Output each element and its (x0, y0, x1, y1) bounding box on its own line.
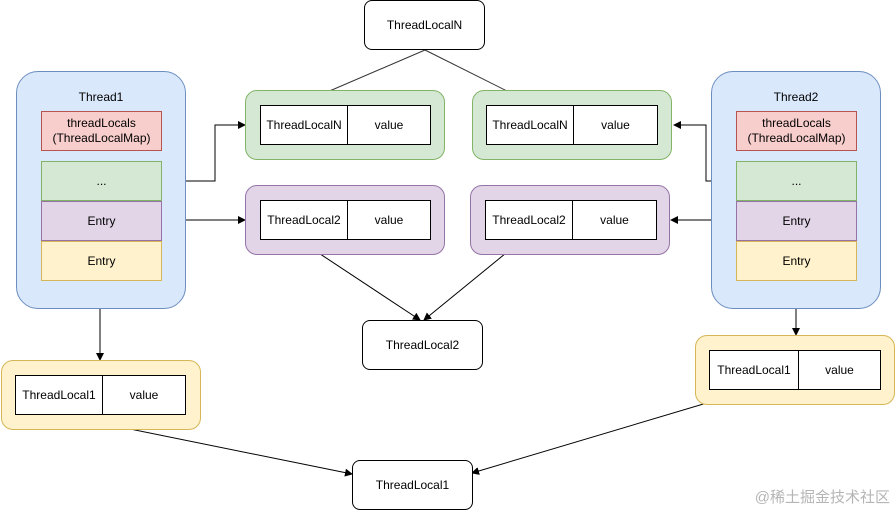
entry-key: ThreadLocal2 (261, 201, 348, 239)
thread1-title: Thread1 (78, 90, 124, 104)
entry-pair-right-threadlocal2: ThreadLocal2 value (485, 200, 657, 240)
entry-key: ThreadLocal2 (486, 201, 573, 239)
entry-pair-left-threadlocaln: ThreadLocalN value (260, 105, 431, 145)
entry-value: value (601, 118, 630, 132)
thread1-entry-slot: Entry (41, 201, 162, 241)
thread2-title: Thread2 (773, 90, 819, 104)
entry-value: value (374, 213, 404, 227)
watermark: @稀土掘金技术社区 (754, 489, 890, 506)
thread2-container: Thread2 threadLocals (ThreadLocalMap) ..… (711, 71, 881, 309)
thread1-ellipsis-slot: ... (41, 161, 162, 201)
entry-key: ThreadLocalN (487, 106, 574, 144)
entry-value: value (129, 388, 159, 402)
thread1-entry-slot-2: Entry (41, 241, 162, 281)
entry-key: ThreadLocalN (261, 106, 348, 144)
thread2-ellipsis-slot: ... (736, 161, 857, 201)
thread2-entry-slot: Entry (736, 201, 857, 241)
entry-pair-left-threadlocal1: ThreadLocal1 value (15, 375, 186, 415)
thread2-threadlocals-slot: threadLocals (ThreadLocalMap) (736, 111, 857, 151)
arrow-tl1-right (471, 390, 748, 475)
entry-value: value (600, 213, 629, 227)
entry-pair-left-threadlocal2: ThreadLocal2 value (260, 200, 431, 240)
entry-pair-right-threadlocaln: ThreadLocalN value (486, 105, 658, 145)
entry-key: ThreadLocal1 (710, 351, 799, 389)
threadlocal2-node: ThreadLocal2 (362, 320, 483, 370)
entry-key: ThreadLocal1 (16, 376, 103, 414)
thread1-threadlocals-slot: threadLocals (ThreadLocalMap) (41, 111, 162, 151)
entry-pair-right-threadlocal1: ThreadLocal1 value (709, 350, 881, 390)
threadlocaln-node: ThreadLocalN (364, 0, 485, 50)
entry-value: value (825, 363, 854, 377)
thread1-container: Thread1 threadLocals (ThreadLocalMap) ..… (16, 71, 186, 309)
threadlocal1-node: ThreadLocal1 (352, 460, 473, 510)
thread2-entry-slot-2: Entry (736, 241, 857, 281)
entry-value: value (374, 118, 404, 132)
arrow-t1-dots-to-tln (161, 121, 246, 182)
